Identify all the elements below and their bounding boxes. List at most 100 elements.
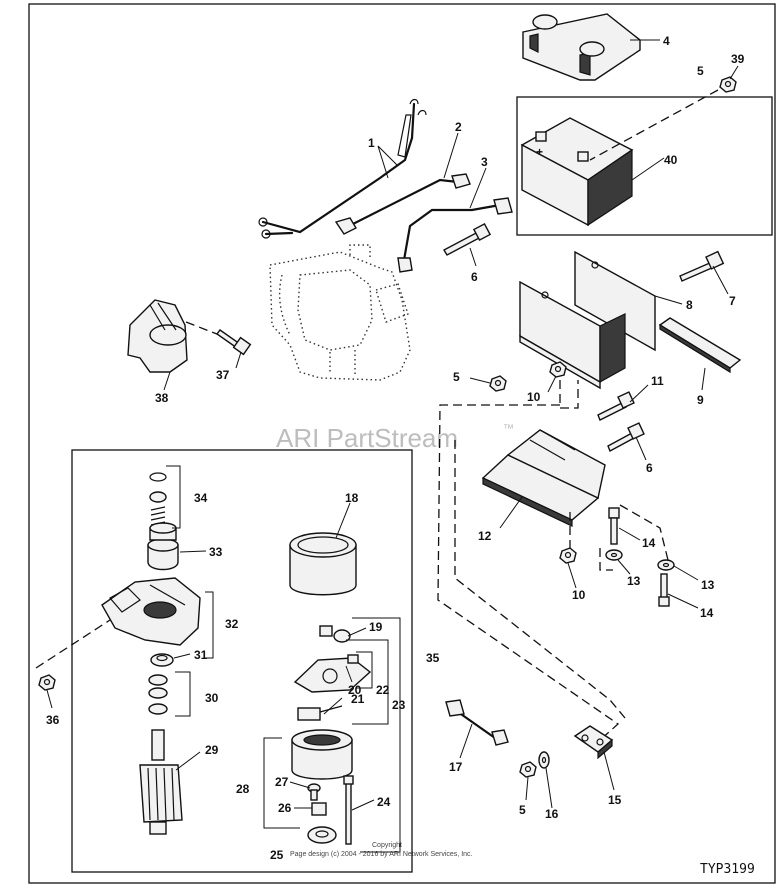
nut-part-10-lower bbox=[559, 547, 577, 564]
leader-10l bbox=[567, 562, 577, 589]
callout-38: 38 bbox=[155, 391, 169, 405]
leader-18 bbox=[335, 502, 351, 539]
callout-39: 39 bbox=[731, 52, 745, 66]
battery-frame bbox=[516, 96, 773, 236]
callout-6-upper: 6 bbox=[471, 270, 478, 284]
magnet-housing-part-18 bbox=[289, 532, 357, 596]
bolt-part-6-upper bbox=[443, 222, 492, 256]
engine-reference-outline bbox=[269, 244, 411, 381]
leader-5m bbox=[469, 377, 491, 384]
callout-22: 22 bbox=[376, 683, 390, 697]
group-bracket-23 bbox=[346, 639, 389, 725]
brush-plate-part-20 bbox=[293, 654, 372, 693]
cable-part-3 bbox=[397, 197, 513, 273]
leader-36 bbox=[46, 689, 53, 709]
bolt-part-14-upper bbox=[608, 507, 620, 545]
leader-7 bbox=[712, 265, 729, 295]
callout-40: 40 bbox=[664, 153, 678, 167]
leader-20 bbox=[345, 665, 353, 683]
callout-10-lower: 10 bbox=[572, 588, 586, 602]
callout-2: 2 bbox=[455, 120, 462, 134]
ground-route-line bbox=[437, 404, 620, 741]
brush-lead-part-21 bbox=[297, 705, 343, 721]
terminal-bracket-part-15 bbox=[573, 725, 614, 760]
leader-1 bbox=[377, 145, 399, 179]
washer-part-25 bbox=[307, 826, 337, 844]
group-bracket-30 bbox=[175, 671, 191, 717]
leader-12 bbox=[499, 496, 523, 529]
group-bracket-28 bbox=[263, 737, 300, 829]
callout-14-upper: 14 bbox=[642, 536, 656, 550]
nut-part-5-middle bbox=[489, 375, 507, 392]
callout-20: 20 bbox=[348, 683, 362, 697]
washer-part-16 bbox=[538, 751, 550, 769]
callout-14-lower: 14 bbox=[700, 606, 714, 620]
washer-part-13-lower bbox=[657, 559, 675, 571]
leader-2 bbox=[443, 132, 459, 179]
outer-frame bbox=[28, 3, 776, 884]
starter-cover-part bbox=[127, 299, 188, 373]
callout-1: 1 bbox=[368, 136, 375, 150]
callout-18: 18 bbox=[345, 491, 359, 505]
callout-16: 16 bbox=[545, 807, 559, 821]
leader-27 bbox=[289, 781, 311, 789]
callout-25: 25 bbox=[270, 848, 284, 862]
housing-link-line bbox=[35, 619, 111, 669]
callout-4: 4 bbox=[663, 34, 670, 48]
leader-3 bbox=[469, 167, 487, 209]
leader-37 bbox=[235, 351, 242, 369]
leader-14u bbox=[618, 527, 641, 541]
leader-14l bbox=[667, 593, 699, 609]
callout-7: 7 bbox=[729, 294, 736, 308]
leader-5l bbox=[525, 776, 529, 801]
group-bracket-34 bbox=[166, 465, 181, 529]
callout-19: 19 bbox=[369, 620, 383, 634]
callout-34: 34 bbox=[194, 491, 208, 505]
callout-24: 24 bbox=[377, 795, 391, 809]
leader-13u bbox=[617, 559, 631, 575]
group-bracket-22 bbox=[356, 651, 373, 689]
leader-33 bbox=[179, 550, 207, 553]
bolt-part-11 bbox=[597, 391, 635, 421]
callout-29: 29 bbox=[205, 743, 219, 757]
washer-link-line bbox=[599, 548, 613, 571]
ground-strap-part bbox=[445, 699, 509, 746]
callout-9: 9 bbox=[697, 393, 704, 407]
leader-19 bbox=[347, 627, 367, 637]
leader-40 bbox=[631, 157, 665, 181]
bolt-part-14-lower bbox=[658, 573, 670, 607]
reference-code: TYP3199 bbox=[700, 862, 755, 877]
callout-13-lower: 13 bbox=[701, 578, 715, 592]
callout-10-upper: 10 bbox=[527, 390, 541, 404]
leader-16 bbox=[545, 767, 553, 809]
end-housing-part-32 bbox=[101, 577, 201, 646]
bolt-part-37 bbox=[216, 329, 252, 356]
through-bolt-part-24 bbox=[343, 775, 354, 845]
callout-5-middle: 5 bbox=[453, 370, 460, 384]
leader-10u bbox=[547, 375, 557, 393]
callout-31: 31 bbox=[194, 648, 208, 662]
battery-part: + bbox=[520, 117, 634, 227]
spring-stack-part-34 bbox=[149, 472, 167, 526]
bolt-link-line-right bbox=[619, 504, 669, 561]
leader-39 bbox=[729, 65, 739, 80]
callout-21: 21 bbox=[351, 692, 365, 706]
battery-hold-down-part bbox=[522, 13, 641, 81]
nut-link-line-upper bbox=[559, 380, 579, 409]
leader-9 bbox=[701, 367, 706, 391]
leader-15 bbox=[603, 751, 615, 791]
callout-13-upper: 13 bbox=[627, 574, 641, 588]
cable-part-2 bbox=[334, 173, 471, 235]
washer-part-13-upper bbox=[605, 549, 623, 561]
callout-5-top: 5 bbox=[697, 64, 704, 78]
callout-27: 27 bbox=[275, 775, 289, 789]
leader-31 bbox=[173, 653, 191, 659]
copyright-line-1: Copyright bbox=[372, 842, 402, 849]
callout-5-lower: 5 bbox=[519, 803, 526, 817]
callout-17: 17 bbox=[449, 760, 463, 774]
leader-6u bbox=[469, 247, 477, 267]
callout-28: 28 bbox=[236, 782, 250, 796]
screw-part-27 bbox=[307, 783, 321, 801]
armature-part-29 bbox=[139, 729, 183, 835]
